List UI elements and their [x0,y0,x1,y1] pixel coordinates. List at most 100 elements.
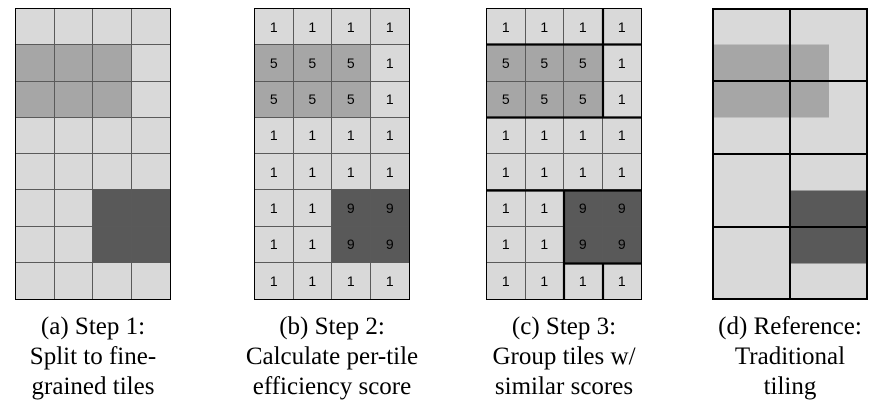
tile-cell [16,190,55,227]
tile-cell: 1 [332,154,371,191]
tile-cell: 5 [293,45,332,82]
tile-cell [54,117,93,154]
tile-cell [54,226,93,263]
tile-cell: 1 [255,262,294,299]
tile-grid [15,8,171,300]
tile-cell: 5 [525,45,564,82]
tile-cell: 1 [255,190,294,227]
tile-cell: 1 [525,117,564,154]
tile-cell [131,117,170,154]
tile-cell: 1 [487,190,526,227]
tile-border [712,8,868,300]
tile-cell: 1 [293,226,332,263]
tile-cell [93,81,132,118]
tile-cell: 9 [564,226,603,263]
caption-b: (b) Step 2: Calculate per-tile efficienc… [227,312,437,402]
caption-line: Group tiles w/ [492,343,636,370]
tile-cell [16,45,55,82]
tile-cell: 1 [255,117,294,154]
tile-cell [93,9,132,46]
tile-cell: 9 [332,226,371,263]
tile-cell: 9 [332,190,371,227]
tile-cell [131,190,170,227]
caption-line: (a) Step 1: [40,313,146,340]
tile-cell [93,226,132,263]
tile-cell: 1 [487,262,526,299]
tile-cell: 1 [525,262,564,299]
tile-cell: 1 [370,9,409,46]
tile-cell [131,154,170,191]
tile-cell: 5 [487,45,526,82]
tile-cell [16,9,55,46]
tile-cell [16,154,55,191]
tile-cell [131,81,170,118]
tile-cell: 1 [332,117,371,154]
caption-line: tiling [763,373,817,400]
tile-cell: 1 [525,154,564,191]
tile-background [712,8,868,300]
tile-cell: 1 [255,226,294,263]
dark-region [790,190,868,264]
tile-cell [131,45,170,82]
tile-cell: 1 [370,262,409,299]
tile-cell: 1 [564,117,603,154]
tile-cell: 9 [370,190,409,227]
traditional-tiling-figure [712,8,868,300]
tile-cell: 1 [255,9,294,46]
tile-cell [93,117,132,154]
tile-cell: 1 [370,117,409,154]
tile-cell: 1 [293,154,332,191]
tile-cell: 5 [487,81,526,118]
tile-cell: 1 [370,81,409,118]
caption-a: (a) Step 1: Split to fine- grained tiles [0,312,198,402]
tile-cell: 9 [602,190,641,227]
caption-c: (c) Step 3: Group tiles w/ similar score… [459,312,669,402]
tile-cell: 1 [564,154,603,191]
caption-line: Calculate per-tile [245,343,419,370]
tile-cell [93,190,132,227]
tile-cell [16,117,55,154]
tile-cell: 1 [370,154,409,191]
tile-cell: 5 [564,81,603,118]
tile-cell: 1 [602,154,641,191]
tile-cell: 1 [293,190,332,227]
tile-cell: 9 [564,190,603,227]
tile-cell: 1 [332,262,371,299]
tile-cell: 1 [602,117,641,154]
tile-cell [54,190,93,227]
tile-cell: 5 [255,45,294,82]
tile-cell [93,45,132,82]
caption-line: grained tiles [31,373,155,400]
caption-line: (b) Step 2: [279,313,385,340]
tile-cell: 1 [525,190,564,227]
caption-line: Split to fine- [29,343,157,370]
tile-cell: 1 [602,9,641,46]
medium-region [712,44,829,118]
tile-cell [131,226,170,263]
tile-cell: 1 [564,9,603,46]
caption-line: Traditional [734,343,846,370]
tile-cell [54,81,93,118]
tile-cell: 1 [293,9,332,46]
tile-cell [16,262,55,299]
tile-cell: 1 [293,117,332,154]
tile-cell [54,262,93,299]
tile-cell [93,262,132,299]
tile-cell [93,154,132,191]
tile-cell: 5 [332,45,371,82]
tile-cell: 5 [255,81,294,118]
tile-cell: 1 [602,45,641,82]
panel-a-fine-grained-tiles [15,8,171,300]
tile-cell: 1 [487,117,526,154]
tile-cell: 1 [487,9,526,46]
caption-line: (d) Reference: [718,313,862,340]
tile-cell [131,9,170,46]
tile-cell [131,262,170,299]
tile-cell: 1 [602,262,641,299]
tile-cell: 1 [370,45,409,82]
tile-cell: 5 [564,45,603,82]
caption-d: (d) Reference: Traditional tiling [685,312,881,402]
